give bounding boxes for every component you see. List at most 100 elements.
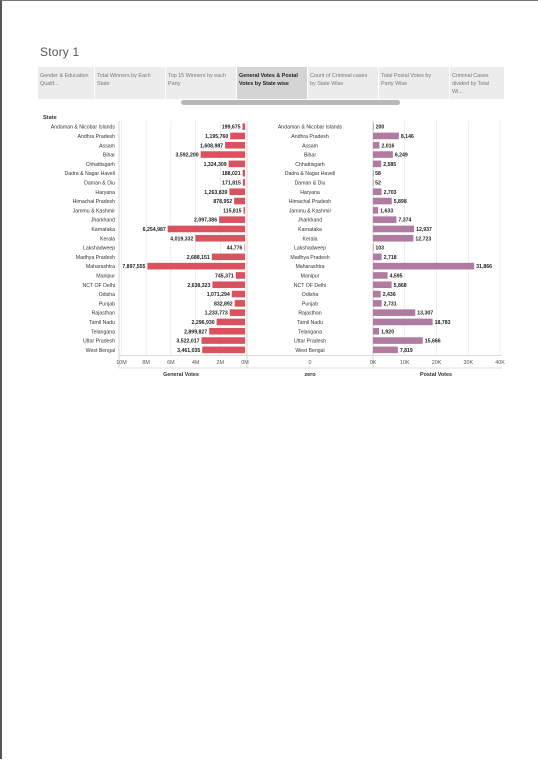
tab-criminal-cases-by-state[interactable]: Count of Criminal cases by State Wise bbox=[308, 67, 379, 99]
general-votes-tick-label: 6M bbox=[167, 360, 175, 366]
general-votes-bar bbox=[235, 272, 245, 279]
middle-state-label: Andhra Pradesh bbox=[291, 134, 329, 140]
general-votes-data-label: 745,371 bbox=[215, 273, 234, 279]
postal-votes-bar bbox=[373, 262, 475, 270]
middle-state-label: Lakshadweep bbox=[294, 246, 326, 252]
general-votes-data-label: 6,254,987 bbox=[143, 227, 166, 233]
general-votes-data-label: 1,071,294 bbox=[207, 292, 230, 298]
postal-votes-bar bbox=[373, 300, 382, 307]
tab-scrollbar[interactable] bbox=[181, 100, 400, 105]
postal-votes-bar bbox=[373, 216, 397, 223]
postal-votes-bar bbox=[373, 123, 374, 130]
postal-votes-data-label: 1,920 bbox=[381, 329, 394, 335]
general-votes-data-label: 3,592,200 bbox=[176, 153, 199, 159]
state-label: Kerala bbox=[100, 236, 115, 242]
general-votes-bar bbox=[201, 337, 245, 344]
state-label: Chhattisgarh bbox=[86, 162, 116, 168]
general-votes-bar bbox=[225, 141, 245, 149]
state-label: Manipur bbox=[96, 273, 115, 279]
state-label: Andhra Pradesh bbox=[78, 134, 116, 140]
postal-votes-bar bbox=[373, 318, 433, 326]
state-label: Odisha bbox=[99, 292, 116, 298]
postal-votes-data-label: 200 bbox=[376, 125, 385, 131]
state-label: Daman & Diu bbox=[84, 180, 115, 186]
postal-votes-data-label: 2,585 bbox=[383, 162, 396, 168]
postal-votes-bar bbox=[373, 337, 423, 344]
general-votes-data-label: 2,688,151 bbox=[187, 255, 210, 261]
tab-top-15-winners-by-party[interactable]: Top 15 Winners by each Party bbox=[166, 67, 237, 99]
general-votes-data-labels: 199,6751,195,7601,608,9873,592,2001,324,… bbox=[122, 125, 242, 354]
postal-votes-axis-title: Postal Votes bbox=[420, 372, 452, 378]
middle-axis-tick: 0 bbox=[309, 360, 312, 366]
state-label: Assam bbox=[99, 143, 115, 149]
tab-general-postal-votes-by-state[interactable]: General Votes & Postal Votes by State wi… bbox=[237, 67, 308, 99]
state-label: Maharashtra bbox=[86, 264, 115, 270]
state-label: Tamil Nadu bbox=[89, 320, 115, 326]
postal-votes-data-label: 2,731 bbox=[384, 301, 397, 307]
postal-votes-tick-label: 40K bbox=[495, 360, 505, 366]
tab-postal-votes-by-party[interactable]: Total Postal Votes by Party Wise bbox=[379, 67, 450, 99]
middle-state-label: West Bengal bbox=[295, 348, 324, 354]
middle-state-label: Jharkhand bbox=[298, 218, 322, 224]
middle-state-label: Manipur bbox=[301, 273, 320, 279]
general-votes-bar bbox=[212, 281, 245, 289]
state-label: Himachal Pradesh bbox=[73, 199, 115, 205]
general-votes-bar bbox=[216, 318, 245, 326]
general-votes-bar bbox=[231, 290, 245, 298]
middle-state-label: Odisha bbox=[302, 292, 319, 298]
general-votes-bar bbox=[242, 169, 245, 177]
story-tab-bar: Gender & Education Qualif... Total Winne… bbox=[38, 67, 504, 99]
postal-votes-bar bbox=[373, 225, 415, 233]
postal-votes-bar bbox=[373, 290, 381, 298]
middle-state-label: Uttar Pradesh bbox=[294, 339, 326, 345]
middle-state-label: Dadra & Nagar Haveli bbox=[285, 171, 335, 177]
postal-votes-bars bbox=[373, 123, 475, 354]
postal-votes-data-label: 52 bbox=[375, 180, 381, 186]
state-label: West Bengal bbox=[86, 348, 115, 354]
general-votes-data-label: 115,815 bbox=[223, 208, 242, 214]
postal-votes-bar bbox=[373, 188, 382, 196]
general-votes-data-label: 878,952 bbox=[213, 199, 232, 205]
middle-state-label: Jammu & Kashmir bbox=[289, 208, 332, 214]
state-label: Punjab bbox=[99, 301, 115, 307]
tab-total-winners-by-state[interactable]: Total Winners by Each State bbox=[95, 67, 166, 99]
postal-votes-tick-label: 10K bbox=[400, 360, 410, 366]
general-votes-tick-label: 2M bbox=[217, 360, 225, 366]
postal-votes-data-label: 31,866 bbox=[476, 264, 492, 270]
state-label: Rajasthan bbox=[92, 311, 115, 317]
postal-votes-data-label: 15,666 bbox=[425, 339, 441, 345]
postal-votes-bar bbox=[373, 141, 380, 149]
postal-votes-bar bbox=[373, 346, 398, 354]
middle-axis-title: zero bbox=[304, 372, 316, 378]
state-label: Dadra & Nagar Haveli bbox=[65, 171, 115, 177]
state-label: Madhya Pradesh bbox=[76, 255, 115, 261]
middle-state-label: Himachal Pradesh bbox=[289, 199, 331, 205]
general-votes-bar bbox=[219, 216, 245, 223]
tab-gender-education[interactable]: Gender & Education Qualif... bbox=[38, 67, 95, 99]
postal-votes-data-label: 12,723 bbox=[415, 236, 431, 242]
postal-votes-bar bbox=[373, 169, 374, 177]
postal-votes-data-label: 5,898 bbox=[394, 199, 407, 205]
state-label: Bihar bbox=[103, 153, 115, 159]
middle-state-label: Bihar bbox=[304, 153, 316, 159]
middle-state-label: Madhya Pradesh bbox=[290, 255, 329, 261]
middle-state-label: Andaman & Nicobar Islands bbox=[278, 125, 343, 131]
general-votes-bar bbox=[200, 151, 245, 158]
postal-votes-bar bbox=[373, 179, 374, 186]
general-votes-data-label: 2,296,930 bbox=[192, 320, 215, 326]
state-label: Telangana bbox=[91, 329, 115, 335]
general-votes-bar bbox=[195, 234, 245, 242]
state-label: Karnataka bbox=[91, 227, 115, 233]
postal-votes-data-label: 2,016 bbox=[381, 143, 394, 149]
tab-criminal-cases-divided[interactable]: Criminal Cases divided by Total Wi... bbox=[452, 73, 490, 95]
postal-votes-data-labels: 2008,1462,0166,2492,58558522,7035,8981,6… bbox=[375, 125, 492, 354]
postal-votes-data-label: 103 bbox=[375, 246, 384, 252]
general-votes-tick-label: 0M bbox=[241, 360, 249, 366]
postal-votes-data-label: 2,436 bbox=[383, 292, 396, 298]
postal-votes-bar bbox=[373, 160, 382, 168]
postal-votes-bar bbox=[373, 244, 374, 251]
general-votes-bar bbox=[230, 132, 245, 140]
